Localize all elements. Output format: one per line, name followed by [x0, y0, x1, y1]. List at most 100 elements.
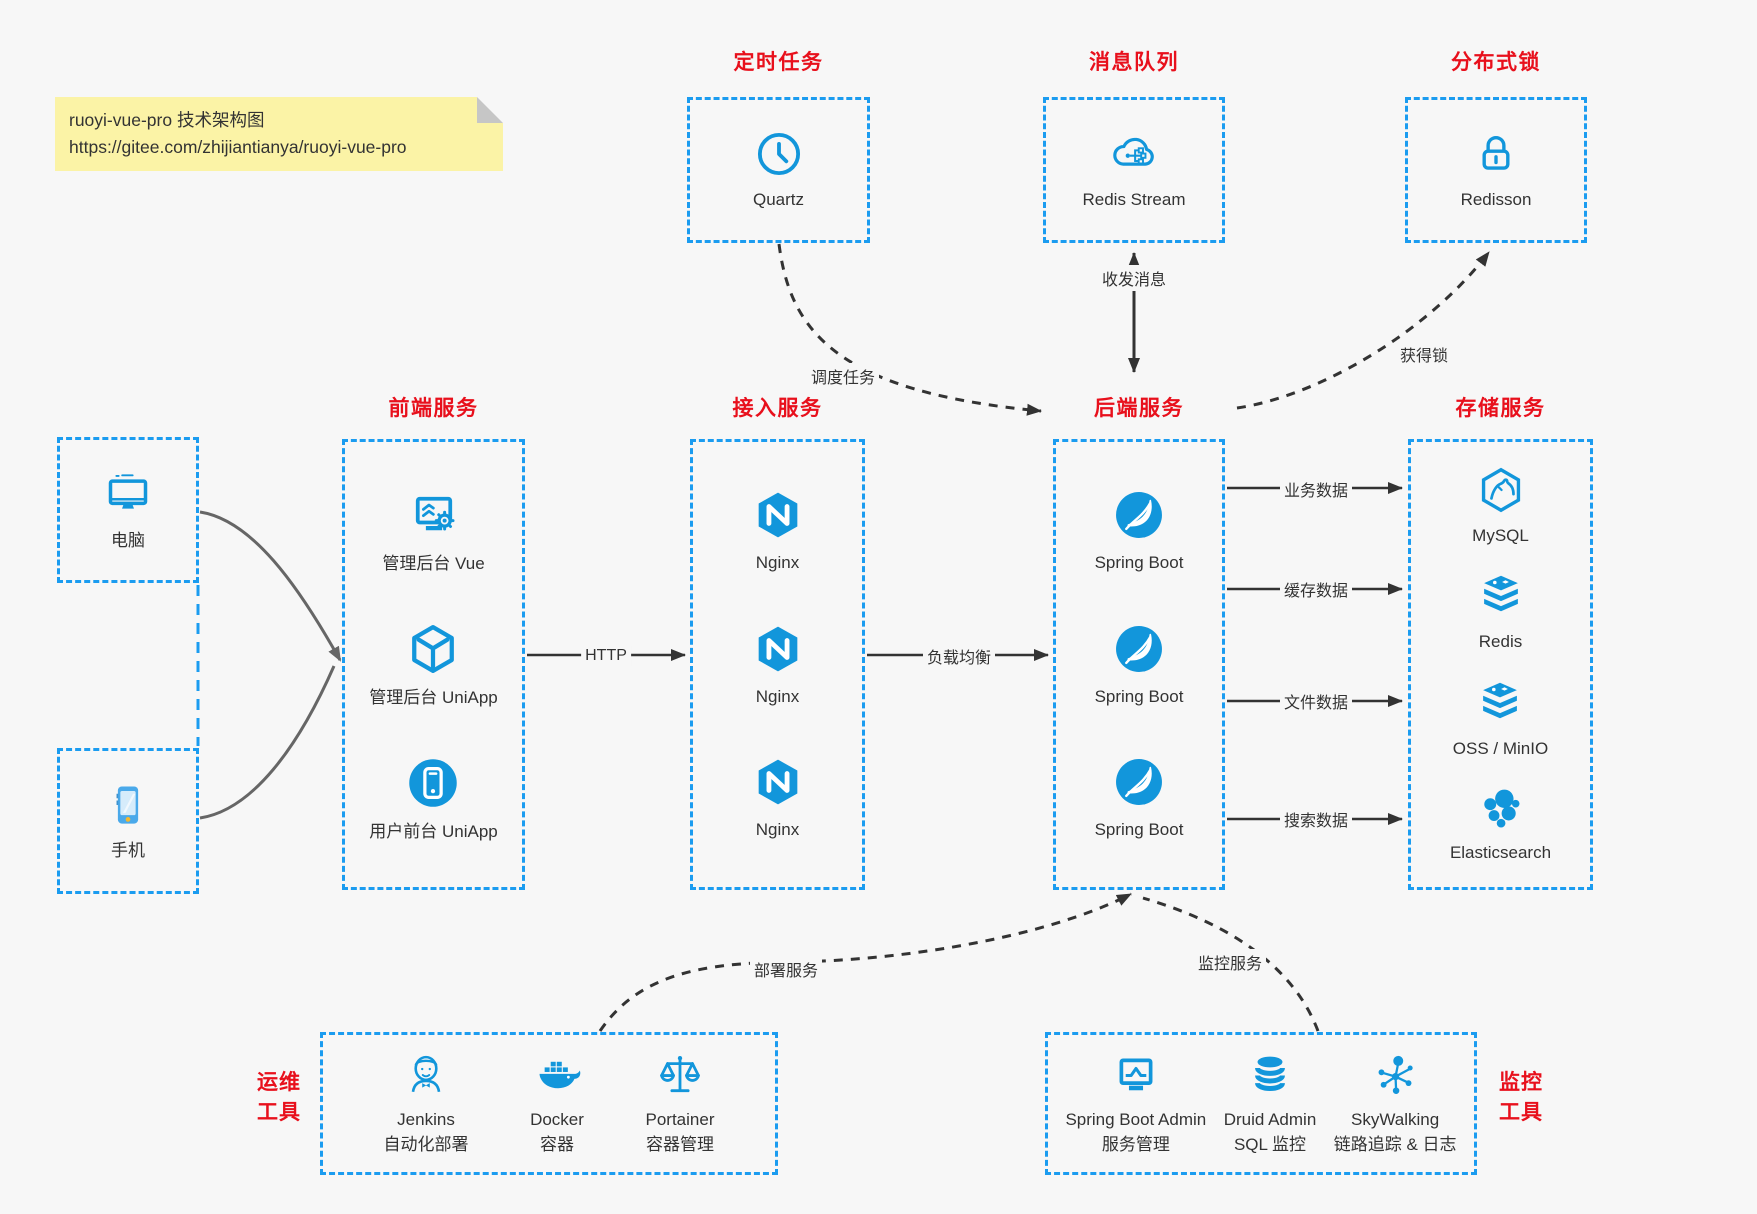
- edge-clients-to-frontend: [199, 510, 342, 820]
- mysql-dolphin-icon: [1481, 467, 1520, 513]
- node-nginx-3: Nginx: [749, 753, 807, 843]
- edge-label-monitor: 监控服务: [1193, 949, 1267, 975]
- tool-desc: 容器管理: [645, 1135, 714, 1154]
- tool-name: Druid Admin: [1223, 1110, 1317, 1130]
- edge-label-acquire-lock: 获得锁: [1395, 341, 1453, 367]
- uniapp-cube-icon: [412, 624, 455, 673]
- database-icon: [1255, 1056, 1285, 1092]
- edge-acquire-lock: [1236, 251, 1491, 410]
- node-portainer: Portainer 容器管理: [646, 1049, 715, 1157]
- node-label: 管理后台 Vue: [382, 553, 485, 573]
- tool-name: Docker: [530, 1110, 584, 1130]
- node-admin-uniapp: 管理后台 UniApp: [369, 619, 498, 711]
- gateway-box: Nginx Nginx Nginx: [690, 439, 865, 890]
- node-label: Spring Boot: [1094, 820, 1184, 840]
- edge-label-http: HTTP: [581, 646, 631, 666]
- edge-label-deploy: 部署服务: [749, 956, 823, 982]
- client-phone-box: 手机: [57, 748, 199, 894]
- redis-stack-icon: [1483, 576, 1518, 612]
- node-label: Druid Admin SQL 监控: [1224, 1108, 1317, 1157]
- spring-leaf-icon: [1116, 492, 1162, 538]
- node-label: Nginx: [755, 820, 800, 840]
- node-mysql: MySQL: [1472, 463, 1529, 549]
- note-title: ruoyi-vue-pro 技术架构图: [69, 110, 265, 130]
- monitor-chart-icon: [1119, 1058, 1153, 1091]
- group-title-backend: 后端服务: [1094, 397, 1184, 420]
- phone-icon: [116, 786, 139, 824]
- node-spring-boot-admin: Spring Boot Admin 服务管理: [1065, 1049, 1206, 1157]
- frontend-box: 管理后台 Vue 管理后台 UniApp 用户前台 UniApp: [342, 439, 525, 890]
- spring-leaf-icon: [1116, 759, 1162, 806]
- note-url: https://gitee.com/zhijiantianya/ruoyi-vu…: [69, 137, 407, 158]
- node-jenkins: Jenkins 自动化部署: [384, 1049, 469, 1157]
- edge-schedule: [777, 243, 1042, 416]
- tool-desc: 自动化部署: [383, 1135, 469, 1154]
- tool-name: Portainer: [645, 1110, 715, 1130]
- spring-leaf-icon: [1116, 625, 1162, 672]
- node-label: 手机: [111, 841, 145, 861]
- edge-label-cache-data: 缓存数据: [1279, 576, 1353, 602]
- tool-name: Jenkins: [397, 1110, 455, 1130]
- edge-label-business-data: 业务数据: [1279, 476, 1353, 502]
- node-redis: Redis: [1474, 569, 1528, 655]
- node-label: SkyWalking 链路追踪 & 日志: [1334, 1108, 1457, 1157]
- node-label: Spring Boot: [1094, 686, 1184, 706]
- group-title-monitor: 监控 工具: [1499, 1071, 1543, 1125]
- edge-deploy: [598, 892, 1132, 1032]
- node-druid-admin: Druid Admin SQL 监控: [1224, 1049, 1317, 1157]
- mq-box: Redis Stream: [1043, 97, 1225, 243]
- storage-stack-icon: [1483, 682, 1518, 719]
- elasticsearch-cluster-icon: [1484, 790, 1520, 828]
- node-label: Redis Stream: [1082, 190, 1186, 210]
- devops-box: Jenkins 自动化部署 Docker 容器: [320, 1032, 778, 1175]
- clock-icon: [757, 133, 800, 176]
- group-title-scheduler: 定时任务: [733, 51, 824, 74]
- group-title-gateway: 接入服务: [732, 397, 823, 420]
- desktop-icon: [108, 474, 148, 509]
- cloud-network-icon: [1113, 138, 1154, 166]
- node-nginx-2: Nginx: [749, 620, 807, 710]
- tool-desc: 服务管理: [1101, 1135, 1170, 1154]
- group-title-mq: 消息队列: [1089, 51, 1179, 74]
- sticky-note: ruoyi-vue-pro 技术架构图 https://gitee.com/zh…: [55, 97, 503, 172]
- monitor-box: Spring Boot Admin 服务管理 Druid Admin SQL 监…: [1045, 1032, 1477, 1175]
- group-title-frontend: 前端服务: [388, 397, 479, 420]
- node-redis-stream: Redis Stream: [1082, 127, 1186, 213]
- node-nginx-1: Nginx: [749, 486, 807, 576]
- node-label: 管理后台 UniApp: [369, 687, 498, 707]
- edge-label-load-balance: 负载均衡: [922, 643, 996, 669]
- tool-desc: 链路追踪 & 日志: [1333, 1135, 1457, 1154]
- lock-box: Redisson: [1405, 97, 1587, 243]
- molecule-icon: [1378, 1056, 1413, 1095]
- node-label: Spring Boot Admin 服务管理: [1065, 1108, 1206, 1157]
- node-desktop: 电脑: [100, 466, 156, 554]
- node-springboot-1: Spring Boot: [1094, 486, 1184, 576]
- user-phone-circle-icon: [409, 759, 458, 807]
- node-label: Elasticsearch: [1449, 843, 1552, 863]
- edge-monitor: [1142, 896, 1320, 1032]
- node-oss-minio: OSS / MinIO: [1453, 676, 1548, 762]
- node-label: Portainer 容器管理: [646, 1108, 715, 1157]
- node-label: Nginx: [755, 686, 800, 706]
- node-phone: 手机: [101, 778, 155, 864]
- node-label: MySQL: [1472, 525, 1529, 545]
- node-label: Nginx: [755, 553, 800, 573]
- nginx-icon: [758, 759, 797, 805]
- jenkins-butler-icon: [411, 1056, 441, 1093]
- lock-icon: [1482, 136, 1510, 170]
- node-label: OSS / MinIO: [1452, 738, 1549, 758]
- tool-name: SkyWalking: [1351, 1110, 1440, 1130]
- node-label: 用户前台 UniApp: [369, 821, 498, 841]
- edge-label-schedule: 调度任务: [806, 363, 880, 389]
- backend-box: Spring Boot Spring Boot Spring Boot: [1053, 439, 1225, 890]
- nginx-icon: [758, 626, 797, 672]
- node-label: Spring Boot: [1094, 553, 1184, 573]
- edge-label-search-data: 搜索数据: [1279, 806, 1353, 832]
- node-label: Redis: [1478, 632, 1523, 652]
- node-elasticsearch: Elasticsearch: [1450, 782, 1551, 866]
- edge-label-message: 收发消息: [1097, 265, 1171, 291]
- node-springboot-2: Spring Boot: [1094, 620, 1184, 710]
- edge-backend-to-storage: [1227, 482, 1403, 825]
- group-title-storage: 存储服务: [1455, 397, 1546, 420]
